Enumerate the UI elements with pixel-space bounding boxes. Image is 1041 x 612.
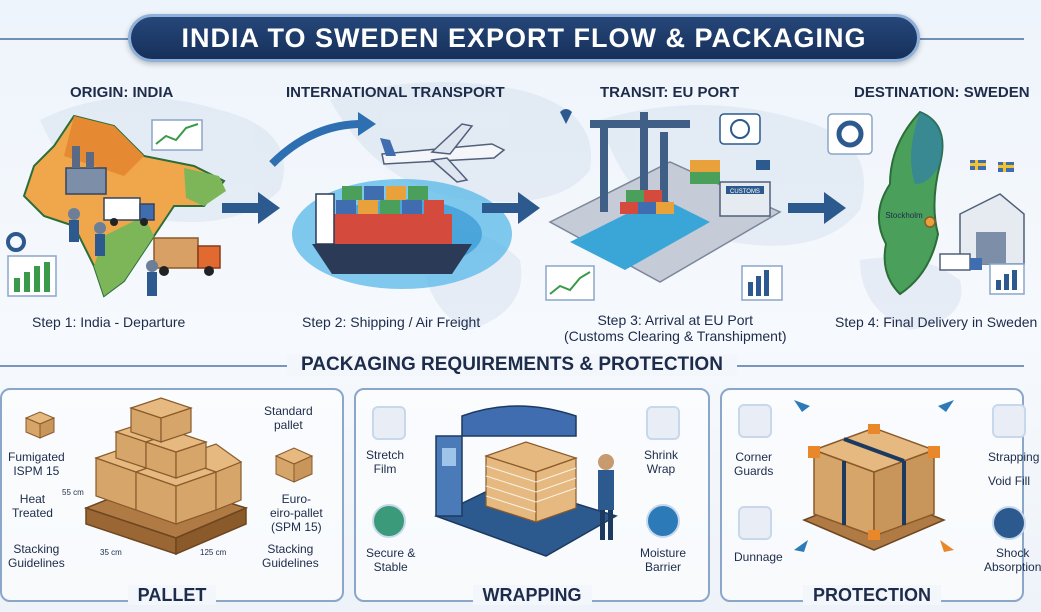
flow-arrow-2 — [482, 192, 540, 224]
pallet-panel-title: PALLET — [2, 585, 342, 606]
fumigated-box-icon — [24, 411, 56, 439]
shrink-wrap-icon — [646, 406, 680, 440]
step-1-caption: Step 1: India - Departure — [32, 314, 186, 330]
euro-pallet-box-icon — [274, 447, 314, 483]
eu-port-illustration: CUSTOMS — [545, 109, 783, 301]
protected-crate-illustration — [794, 400, 954, 552]
pallet-title-text: PALLET — [127, 585, 217, 605]
wrapping-machine-illustration — [434, 405, 618, 557]
stage-label-destination: DESTINATION: SWEDEN — [854, 84, 1030, 101]
ship-and-plane-illustration — [269, 112, 512, 289]
secure-stable-label: Secure & Stable — [366, 546, 416, 574]
heat-treated-label: Heat Treated — [12, 492, 53, 520]
moisture-barrier-label: Moisture Barrier — [640, 546, 687, 574]
protection-title-text: PROTECTION — [802, 585, 941, 605]
step-3-caption-main: Step 3: Arrival at EU Port — [597, 312, 754, 328]
corner-guards-label: Corner Guards — [734, 450, 774, 478]
wrapping-title-text: WRAPPING — [472, 585, 592, 605]
moisture-barrier-icon — [646, 504, 680, 538]
euro-pallet-label: Euro- eiro-pallet (SPM 15) — [270, 492, 323, 534]
dimension-width-label: 125 cm — [200, 548, 227, 557]
stacking-left-label: Stacking Guidelines — [8, 542, 65, 570]
wrapping-panel: Stretch Film Shrink Wrap Secure & Stable… — [354, 388, 710, 605]
dunnage-icon — [738, 506, 772, 540]
standard-pallet-label: Standard pallet — [264, 404, 313, 432]
title-rule-right — [920, 38, 1024, 40]
packaging-heading-text: PACKAGING REQUIREMENTS & PROTECTION — [287, 354, 737, 376]
india-map-illustration — [6, 114, 226, 298]
secure-stable-icon — [372, 504, 406, 538]
strapping-icon — [992, 404, 1026, 438]
shrink-wrap-label: Shrink Wrap — [644, 448, 679, 476]
fumigated-label: Fumigated ISPM 15 — [8, 450, 65, 478]
page-title: INDIA TO SWEDEN EXPORT FLOW & PACKAGING — [181, 22, 867, 53]
title-banner: INDIA TO SWEDEN EXPORT FLOW & PACKAGING — [128, 14, 920, 62]
shock-absorption-label: Shock Absorption — [984, 546, 1041, 574]
corner-guards-icon — [738, 404, 772, 438]
sweden-map-illustration: Stockholm — [827, 110, 1025, 296]
step-3-caption-sub: (Customs Clearing & Transhipment) — [564, 328, 787, 344]
protection-panel-title: PROTECTION — [722, 585, 1022, 606]
shock-absorption-icon — [992, 506, 1026, 540]
flow-arrow-3 — [788, 192, 846, 224]
dimension-depth-label: 35 cm — [100, 548, 122, 557]
step-4-caption: Step 4: Final Delivery in Sweden — [835, 314, 1038, 330]
wrapping-panel-title: WRAPPING — [356, 585, 708, 606]
title-rule-left — [0, 38, 128, 40]
step-3-caption: Step 3: Arrival at EU Port (Customs Clea… — [564, 312, 787, 344]
pallet-illustration — [83, 397, 249, 556]
step-2-caption: Step 2: Shipping / Air Freight — [302, 314, 481, 330]
stage-label-transit: TRANSIT: EU PORT — [600, 84, 740, 101]
stretch-film-icon — [372, 406, 406, 440]
customs-sign: CUSTOMS — [730, 189, 760, 195]
stage-label-transport: INTERNATIONAL TRANSPORT — [286, 84, 505, 101]
stage-label-origin: ORIGIN: INDIA — [70, 84, 174, 101]
void-fill-label: Void Fill — [988, 474, 1031, 488]
packaging-section-heading: PACKAGING REQUIREMENTS & PROTECTION — [0, 352, 1024, 378]
stretch-film-label: Stretch Film — [366, 448, 405, 476]
protection-panel: Corner Guards Strapping Void Fill Dunnag… — [720, 388, 1041, 605]
pallet-panel: Fumigated ISPM 15 Heat Treated Stacking … — [0, 388, 344, 605]
stockholm-label: Stockholm — [885, 211, 923, 220]
flow-arrow-1 — [222, 192, 280, 224]
dimension-height-label: 55 cm — [62, 488, 84, 497]
strapping-label: Strapping — [988, 450, 1040, 464]
stacking-right-label: Stacking Guidelines — [262, 542, 319, 570]
dunnage-label: Dunnage — [734, 550, 783, 564]
